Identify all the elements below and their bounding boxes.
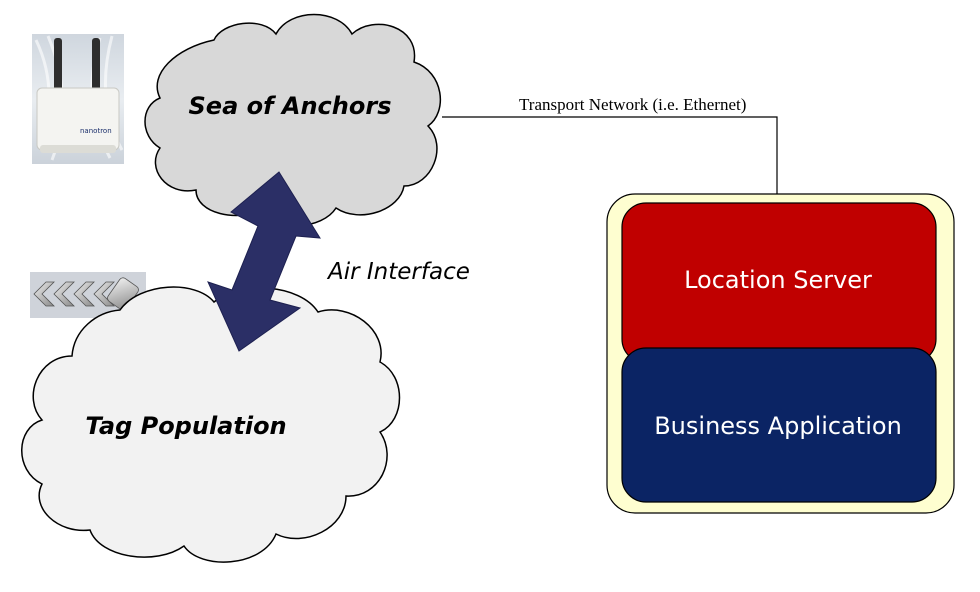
anchor-device-image: nanotron: [32, 34, 124, 164]
anchor-cloud: Sea of Anchors: [144, 13, 442, 227]
transport-network-line: [442, 116, 778, 194]
server-stack: Location Server Business Application: [606, 193, 955, 514]
business-application-box: [621, 347, 937, 503]
tag-cloud-label: Tag Population: [85, 412, 286, 440]
anchor-device-brand: nanotron: [80, 127, 112, 135]
tag-devices-image: [30, 272, 146, 318]
location-server-label: Location Server: [684, 266, 872, 294]
air-interface-label: Air Interface: [326, 259, 470, 285]
business-application-label: Business Application: [654, 412, 902, 440]
tag-cloud: Tag Population: [21, 286, 401, 563]
anchor-cloud-label: Sea of Anchors: [189, 92, 392, 120]
transport-network-label: Transport Network (i.e. Ethernet): [519, 95, 746, 114]
air-interface-arrow: [207, 171, 321, 352]
